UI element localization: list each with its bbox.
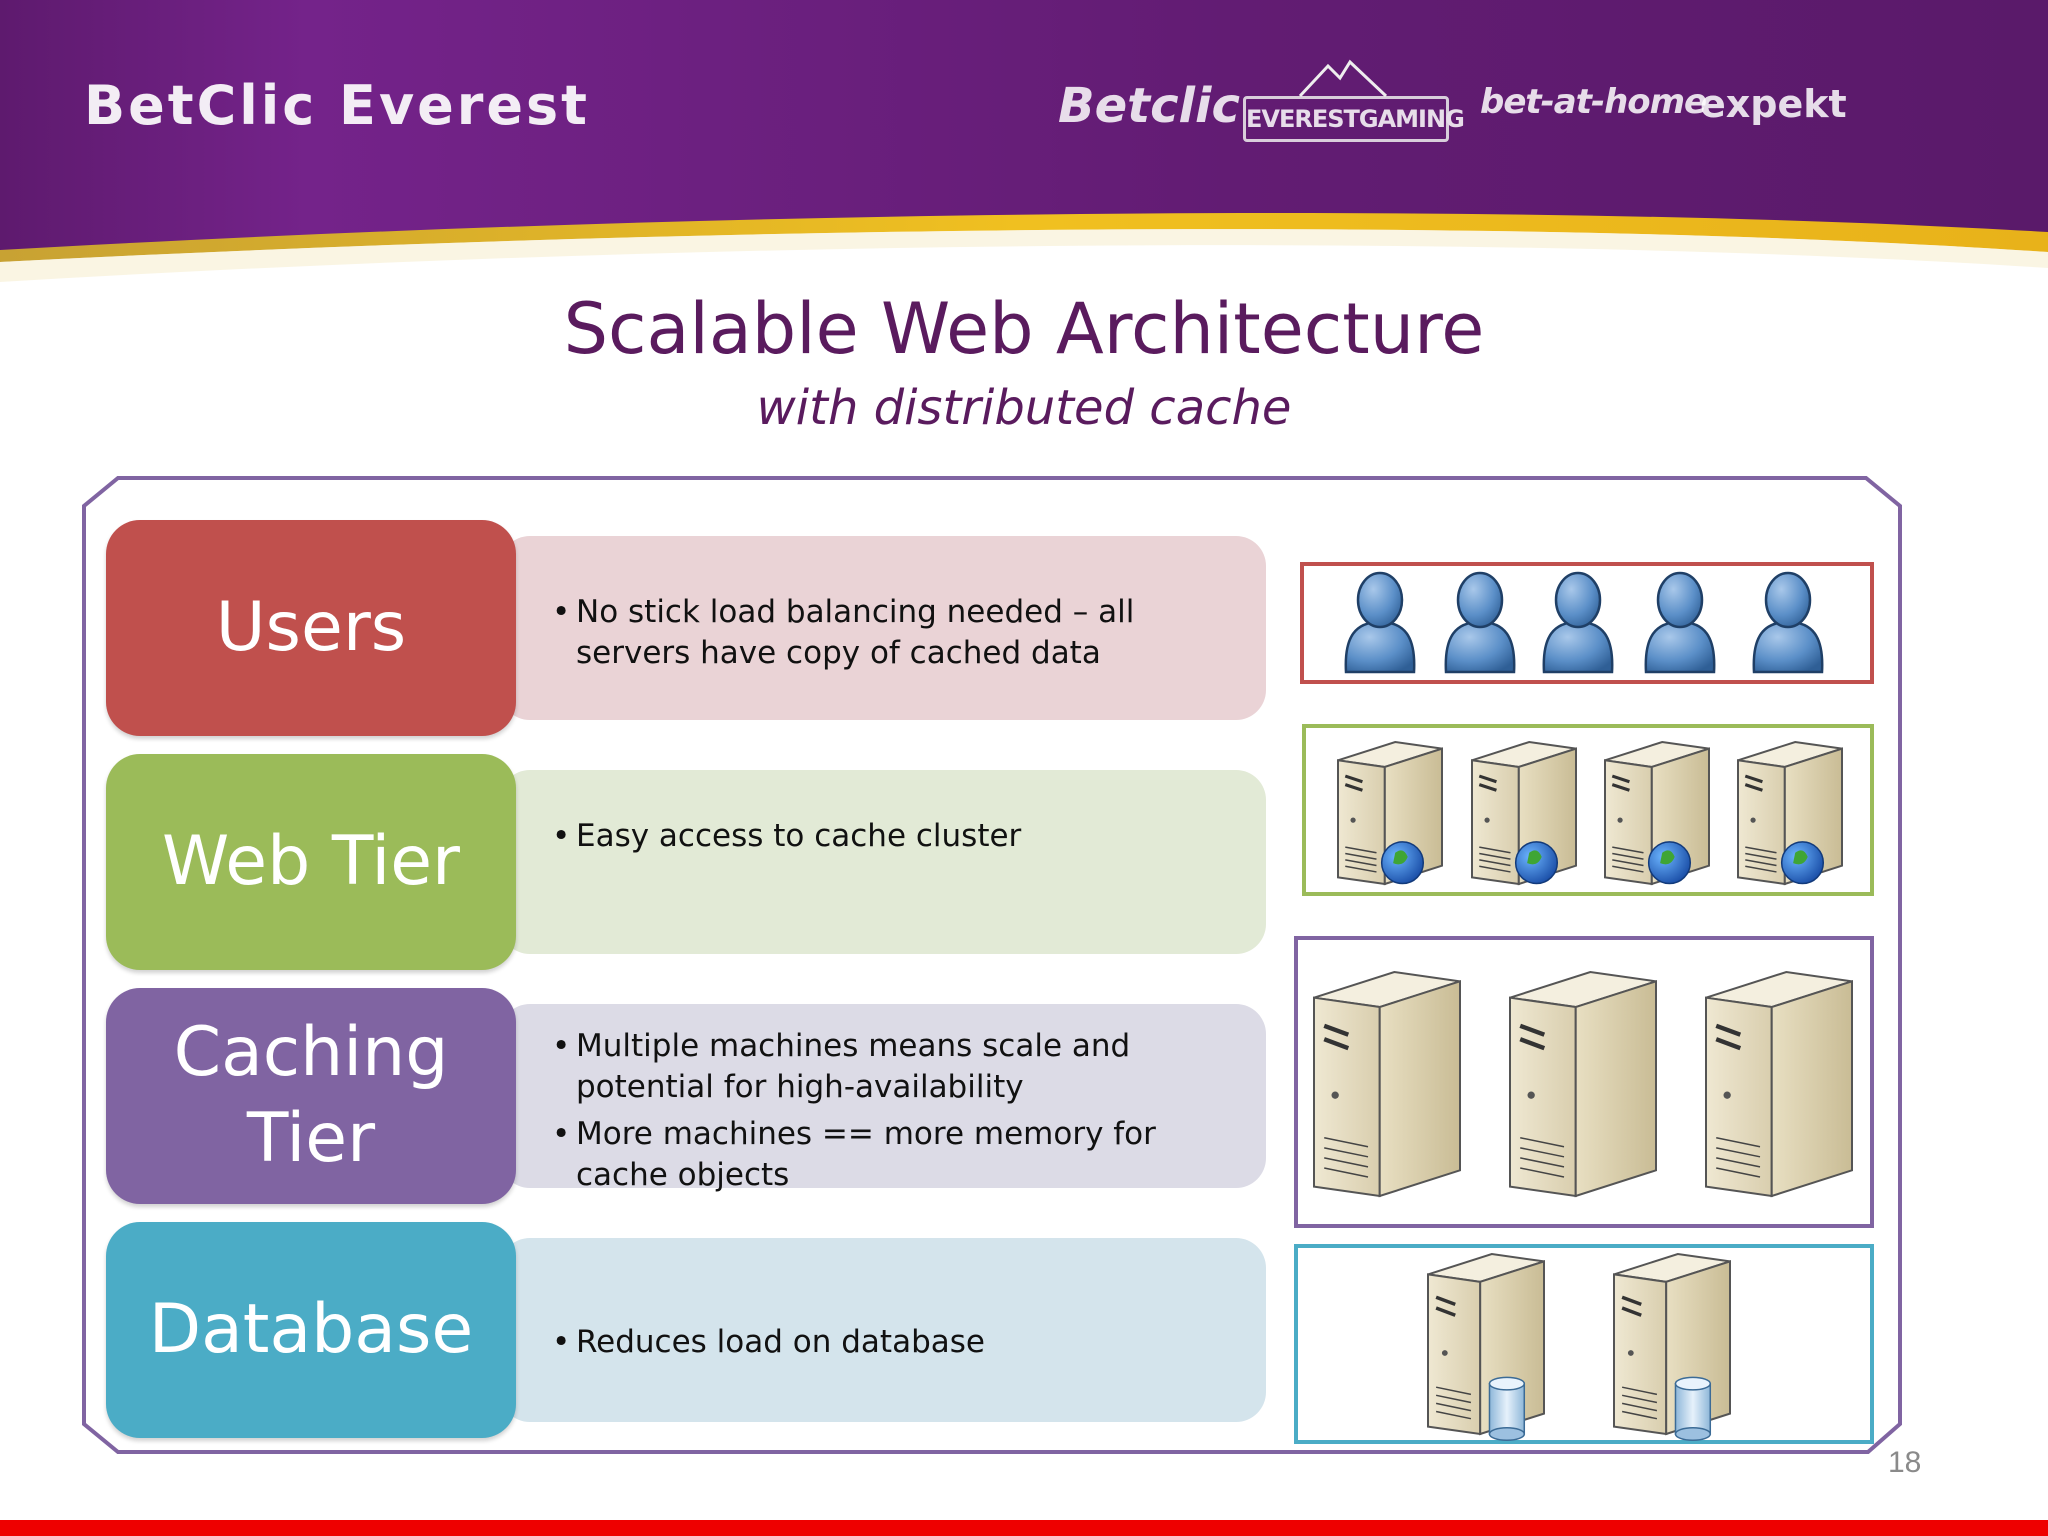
expekt-logo: expekt	[1700, 82, 1847, 126]
web-tier-icon-box	[1302, 724, 1874, 896]
header-banner	[0, 0, 2048, 282]
bullet-item: No stick load balancing needed – all ser…	[552, 592, 1246, 674]
slide-subtitle: with distributed cache	[756, 380, 1292, 436]
users-icon-box	[1300, 562, 1874, 684]
database-bullets: Reduces load on database	[552, 1322, 1246, 1363]
caching-tier-description: Multiple machines means scale and potent…	[500, 1004, 1266, 1193]
web-tier-bullets: Easy access to cache cluster	[552, 816, 1246, 857]
web-tier-label: Web Tier	[106, 754, 516, 970]
database-description: Reduces load on database	[500, 1238, 1266, 1422]
brand-title: BetClic Everest	[84, 74, 590, 137]
bullet-item: Easy access to cache cluster	[552, 816, 1246, 857]
tier-label-line: Web Tier	[162, 822, 460, 901]
web-tier-description: Easy access to cache cluster	[500, 770, 1266, 954]
database-icon-box	[1294, 1244, 1874, 1444]
footer-bar	[0, 1520, 2048, 1536]
everest-gaming-logo: EVERESTGAMING	[1243, 96, 1465, 142]
slide-title: Scalable Web Architecture	[563, 288, 1485, 370]
caching-tier-bullets: Multiple machines means scale and potent…	[552, 1026, 1246, 1196]
tier-label-line: Tier	[246, 1099, 376, 1178]
tier-label-text: Users	[216, 585, 406, 671]
bet-at-home-logo: bet-at-home	[1480, 82, 1707, 122]
tier-label-text: Database	[149, 1287, 473, 1373]
tier-label-line: Users	[215, 588, 407, 667]
everest-peaks-icon	[1298, 59, 1388, 98]
users-tier-label: Users	[106, 520, 516, 736]
betclic-logo: Betclic	[1058, 78, 1240, 134]
users-description: No stick load balancing needed – all ser…	[500, 536, 1266, 720]
tier-label-line: Database	[148, 1290, 474, 1369]
bullet-item: Reduces load on database	[552, 1322, 1246, 1363]
bullet-item: More machines == more memory for cache o…	[552, 1114, 1246, 1196]
bullet-item: Multiple machines means scale and potent…	[552, 1026, 1246, 1108]
users-bullets: No stick load balancing needed – all ser…	[552, 592, 1246, 674]
slide-number: 18	[1888, 1446, 1922, 1479]
tier-label-text: Web Tier	[162, 819, 460, 905]
caching-tier-icon-box	[1294, 936, 1874, 1228]
database-tier-label: Database	[106, 1222, 516, 1438]
tier-label-line: Caching	[173, 1013, 449, 1092]
